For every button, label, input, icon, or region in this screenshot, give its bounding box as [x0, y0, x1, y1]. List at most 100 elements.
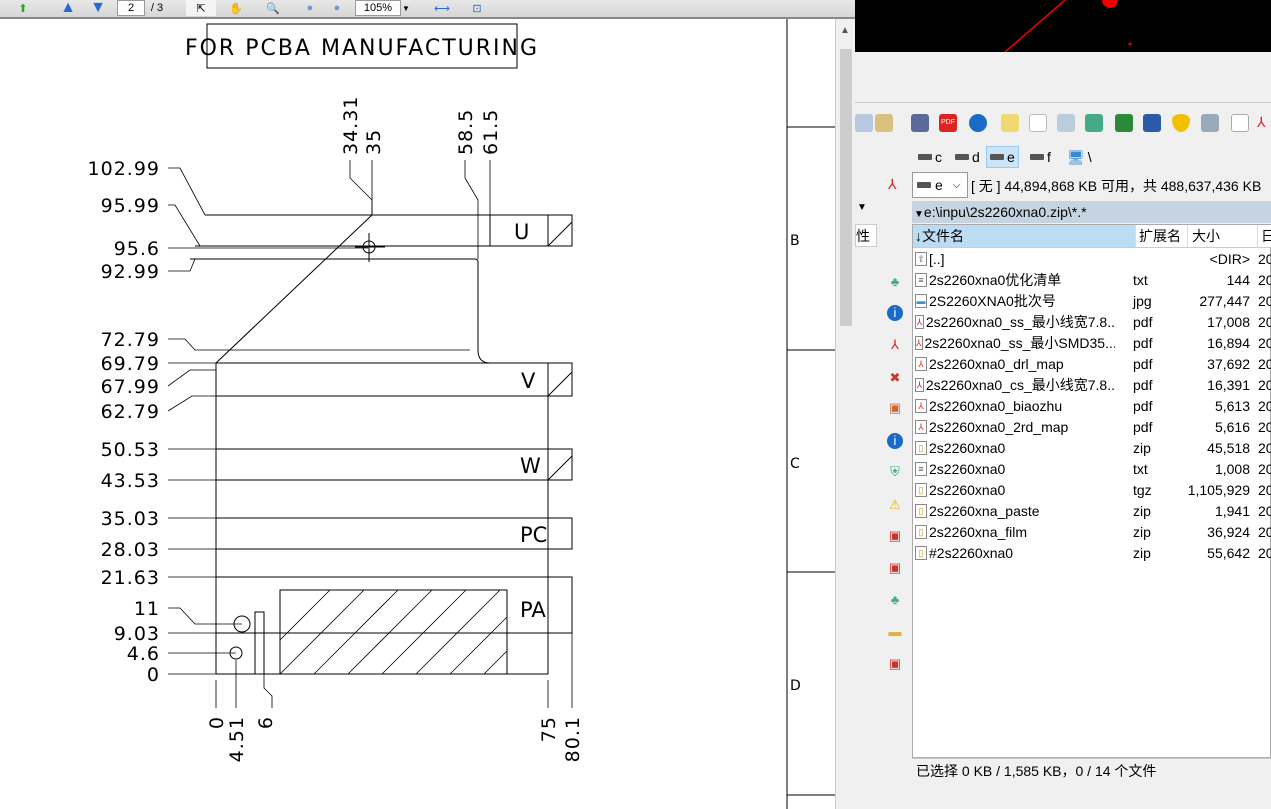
- dim-y: 69.79: [101, 353, 160, 375]
- remove-icon[interactable]: ✖: [889, 370, 901, 385]
- dim-top: 61.5: [480, 109, 502, 155]
- blank-doc-icon[interactable]: [1231, 114, 1249, 132]
- next-page-icon[interactable]: ▼: [90, 0, 106, 16]
- file-size: <DIR>: [1209, 250, 1250, 267]
- pdf-icon[interactable]: PDF: [939, 114, 957, 132]
- fit-page-icon[interactable]: ⊡: [472, 2, 482, 15]
- column-header-size[interactable]: 大小: [1187, 225, 1257, 247]
- folder-icon[interactable]: ▬: [888, 624, 902, 639]
- scroll-thumb[interactable]: [840, 49, 852, 326]
- tree-icon[interactable]: ♣: [890, 274, 900, 289]
- drive-e[interactable]: e: [986, 146, 1019, 168]
- file-name: [..]: [929, 250, 945, 267]
- acrobat-icon[interactable]: ⅄: [888, 176, 897, 192]
- file-date: 20: [1258, 271, 1271, 288]
- select-tool-icon[interactable]: ⇱: [186, 0, 216, 16]
- zoom-tool-icon[interactable]: 🔍: [266, 2, 280, 15]
- pcba-drawing: FOR PCBA MANUFACTURING 102.99 95.99 95.6…: [88, 19, 835, 809]
- dim-y: 11: [134, 598, 160, 620]
- zoom-dropdown-icon[interactable]: ▼: [402, 3, 410, 13]
- file-name: 2s2260xna0_biaozhu: [929, 397, 1063, 414]
- file-date: 20: [1258, 481, 1271, 498]
- text-doc-icon[interactable]: [1029, 114, 1047, 132]
- previous-page-icon[interactable]: ▲: [60, 0, 76, 16]
- file-zip-icon: ▯: [915, 482, 927, 497]
- file-ext: pdf: [1133, 418, 1153, 435]
- app-icon[interactable]: ▣: [888, 560, 902, 575]
- word-icon[interactable]: [1143, 114, 1161, 132]
- layer-label: PC: [520, 523, 547, 547]
- dim-top: 35: [363, 129, 385, 155]
- column-header-ext[interactable]: 扩展名: [1135, 225, 1187, 247]
- zoom-out-icon[interactable]: ●: [306, 2, 314, 14]
- computer-icon[interactable]: [1057, 114, 1075, 132]
- app-icon[interactable]: ▣: [888, 528, 902, 543]
- acrobat-icon[interactable]: ⅄: [891, 337, 899, 352]
- page-number-input[interactable]: 2: [117, 0, 145, 16]
- tree-icon[interactable]: ♣: [890, 592, 900, 607]
- drive-network[interactable]: 🖥\: [1067, 148, 1092, 166]
- left-panel-dropdown-icon[interactable]: ▼: [857, 202, 867, 213]
- windows-shield-icon[interactable]: ⛨: [890, 464, 900, 479]
- zoom-in-icon[interactable]: ●: [333, 2, 341, 14]
- file-ext: zip: [1133, 523, 1151, 540]
- file-date: 20: [1258, 523, 1271, 540]
- fit-width-icon[interactable]: ⟷: [434, 2, 450, 15]
- file-ext: tgz: [1133, 481, 1152, 498]
- info-icon[interactable]: i: [887, 433, 903, 449]
- tree-icon[interactable]: [1085, 114, 1103, 132]
- pdf-scrollbar[interactable]: ▲: [835, 19, 855, 809]
- image-icon[interactable]: [1201, 114, 1219, 132]
- zone-label: D: [790, 678, 801, 694]
- pdf-viewer: FOR PCBA MANUFACTURING 102.99 95.99 95.6…: [87, 19, 835, 809]
- path-bar[interactable]: ▼e:\inpu\2s2260xna0.zip\*.*: [912, 201, 1271, 223]
- file-ext: pdf: [1133, 313, 1153, 330]
- font-icon[interactable]: [1001, 114, 1019, 132]
- hand-tool-icon[interactable]: ✋: [229, 2, 243, 15]
- excel-icon[interactable]: [1115, 114, 1133, 132]
- drive-c[interactable]: c: [915, 146, 945, 168]
- file-date: 20: [1258, 418, 1271, 435]
- file-name: 2s2260xna0_drl_map: [929, 355, 1064, 372]
- image-icon[interactable]: ▣: [888, 400, 902, 415]
- sync-icon[interactable]: [969, 114, 987, 132]
- file-pdf-icon: ⅄: [915, 398, 927, 413]
- file-ext: pdf: [1133, 397, 1153, 414]
- dim-bottom: 6: [255, 716, 277, 729]
- scroll-up-icon[interactable]: ▲: [840, 25, 850, 36]
- home-icon[interactable]: ⬆: [18, 2, 28, 15]
- app-icon[interactable]: ▣: [888, 656, 902, 671]
- column-header-name[interactable]: ↓文件名: [913, 225, 1135, 247]
- info-icon[interactable]: i: [887, 305, 903, 321]
- file-zip-icon: ▯: [915, 503, 927, 518]
- warning-icon[interactable]: ⚠: [889, 497, 901, 512]
- left-panel-header[interactable]: 性: [855, 224, 877, 247]
- drive-select[interactable]: e⌵: [912, 172, 968, 198]
- toolbar-icon[interactable]: [855, 114, 873, 132]
- drive-f[interactable]: f: [1027, 146, 1054, 168]
- file-name: 2s2260xna0: [929, 481, 1006, 498]
- acrobat-icon[interactable]: ⅄: [1257, 114, 1266, 130]
- file-size: 37,692: [1207, 355, 1250, 372]
- shield-icon[interactable]: [1172, 114, 1190, 132]
- drive-d[interactable]: d: [952, 146, 983, 168]
- zoom-input[interactable]: 105%: [355, 0, 401, 16]
- clipboard-icon[interactable]: [875, 114, 893, 132]
- column-header-date[interactable]: 日: [1257, 225, 1271, 247]
- network-icon[interactable]: [911, 114, 929, 132]
- file-row[interactable]: ⇧[..]<DIR>20: [915, 248, 1271, 269]
